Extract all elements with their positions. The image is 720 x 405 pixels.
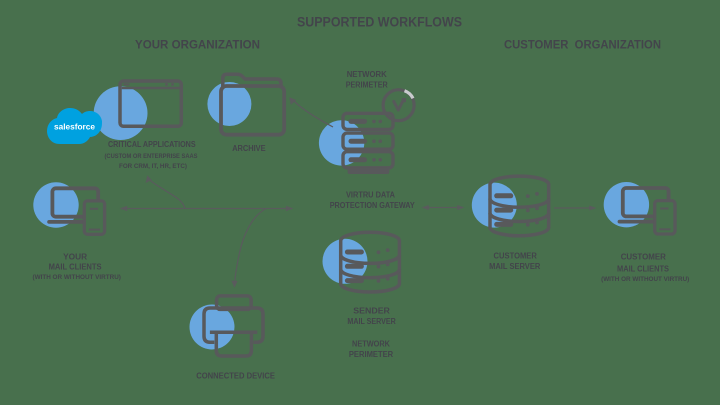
svg-text:SENDER: SENDER bbox=[353, 307, 390, 316]
svg-text:(WITH OR WITHOUT VIRTRU): (WITH OR WITHOUT VIRTRU) bbox=[32, 274, 120, 281]
svg-text:FOR CRM, IT, HR, ETC): FOR CRM, IT, HR, ETC) bbox=[119, 163, 187, 170]
svg-text:(WITH OR WITHOUT VIRTRU): (WITH OR WITHOUT VIRTRU) bbox=[601, 276, 689, 283]
svg-text:MAIL SERVER: MAIL SERVER bbox=[489, 262, 540, 271]
svg-text:CONNECTED DEVICE: CONNECTED DEVICE bbox=[196, 372, 275, 381]
svg-text:NETWORK: NETWORK bbox=[347, 70, 387, 79]
svg-text:CUSTOMER: CUSTOMER bbox=[494, 252, 538, 261]
svg-text:MAIL SERVER: MAIL SERVER bbox=[347, 317, 396, 326]
svg-text:ARCHIVE: ARCHIVE bbox=[232, 144, 266, 153]
svg-text:CUSTOMER ORGANIZATION: CUSTOMER ORGANIZATION bbox=[504, 40, 661, 52]
svg-text:CRITICAL APPLICATIONS: CRITICAL APPLICATIONS bbox=[108, 140, 196, 149]
svg-text:PERIMETER: PERIMETER bbox=[349, 350, 394, 359]
svg-text:YOUR ORGANIZATION: YOUR ORGANIZATION bbox=[135, 40, 260, 52]
svg-text:PROTECTION GATEWAY: PROTECTION GATEWAY bbox=[330, 201, 416, 210]
svg-text:CUSTOMER: CUSTOMER bbox=[621, 253, 666, 262]
svg-text:(CUSTOM OR ENTERPRISE SAAS: (CUSTOM OR ENTERPRISE SAAS bbox=[105, 153, 198, 160]
svg-text:PERIMETER: PERIMETER bbox=[346, 81, 388, 90]
svg-text:VIRTRU DATA: VIRTRU DATA bbox=[346, 191, 395, 200]
svg-text:YOUR: YOUR bbox=[63, 253, 87, 262]
svg-text:salesforce: salesforce bbox=[54, 123, 95, 132]
svg-text:MAIL CLIENTS: MAIL CLIENTS bbox=[617, 265, 670, 274]
svg-text:SUPPORTED WORKFLOWS: SUPPORTED WORKFLOWS bbox=[297, 15, 462, 30]
svg-text:MAIL CLIENTS: MAIL CLIENTS bbox=[49, 263, 103, 272]
svg-text:NETWORK: NETWORK bbox=[352, 340, 390, 349]
